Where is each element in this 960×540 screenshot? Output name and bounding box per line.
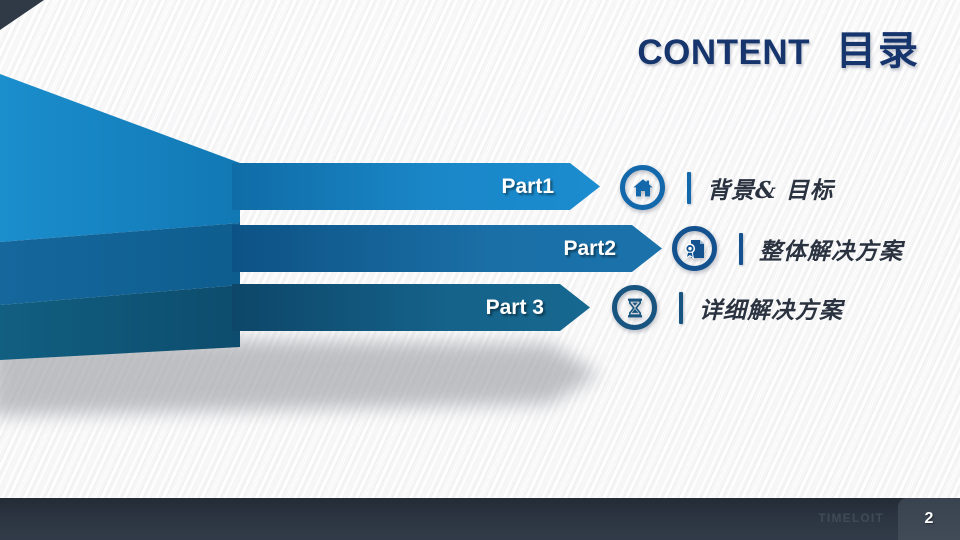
home-icon (620, 165, 665, 210)
footer-brand: TIMELOIT (818, 511, 884, 525)
content-text-2: 整体解决方案 (759, 237, 903, 265)
certificate-icon (672, 226, 717, 271)
content-text-1: 背景& 目标 (707, 176, 834, 204)
title-english: CONTENT (637, 33, 810, 72)
row-divider-1 (687, 171, 691, 204)
page-number: 2 (924, 510, 934, 527)
hourglass-icon (612, 285, 657, 330)
content-text-3: 详细解决方案 (699, 296, 843, 324)
row-divider-3 (679, 291, 683, 324)
perspective-ribbon (0, 60, 240, 360)
footer-bar: TIMELOIT 2 (0, 498, 960, 540)
section-bar-part2[interactable]: Part2 (232, 225, 664, 272)
page-title: CONTENT 目录 (637, 18, 920, 76)
row-divider-2 (739, 232, 743, 265)
section-bar-part3[interactable]: Part 3 (232, 284, 592, 331)
section-bar-part1[interactable]: Part1 (232, 163, 602, 210)
corner-triangle-decoration (0, 0, 44, 30)
content-row-3[interactable]: 详细解决方案 (612, 285, 843, 330)
title-chinese: 目录 (836, 28, 920, 74)
content-row-1[interactable]: 背景& 目标 (620, 165, 834, 210)
page-number-tab: 2 (898, 498, 960, 540)
content-row-2[interactable]: 整体解决方案 (672, 226, 903, 271)
drop-shadow (0, 326, 630, 422)
